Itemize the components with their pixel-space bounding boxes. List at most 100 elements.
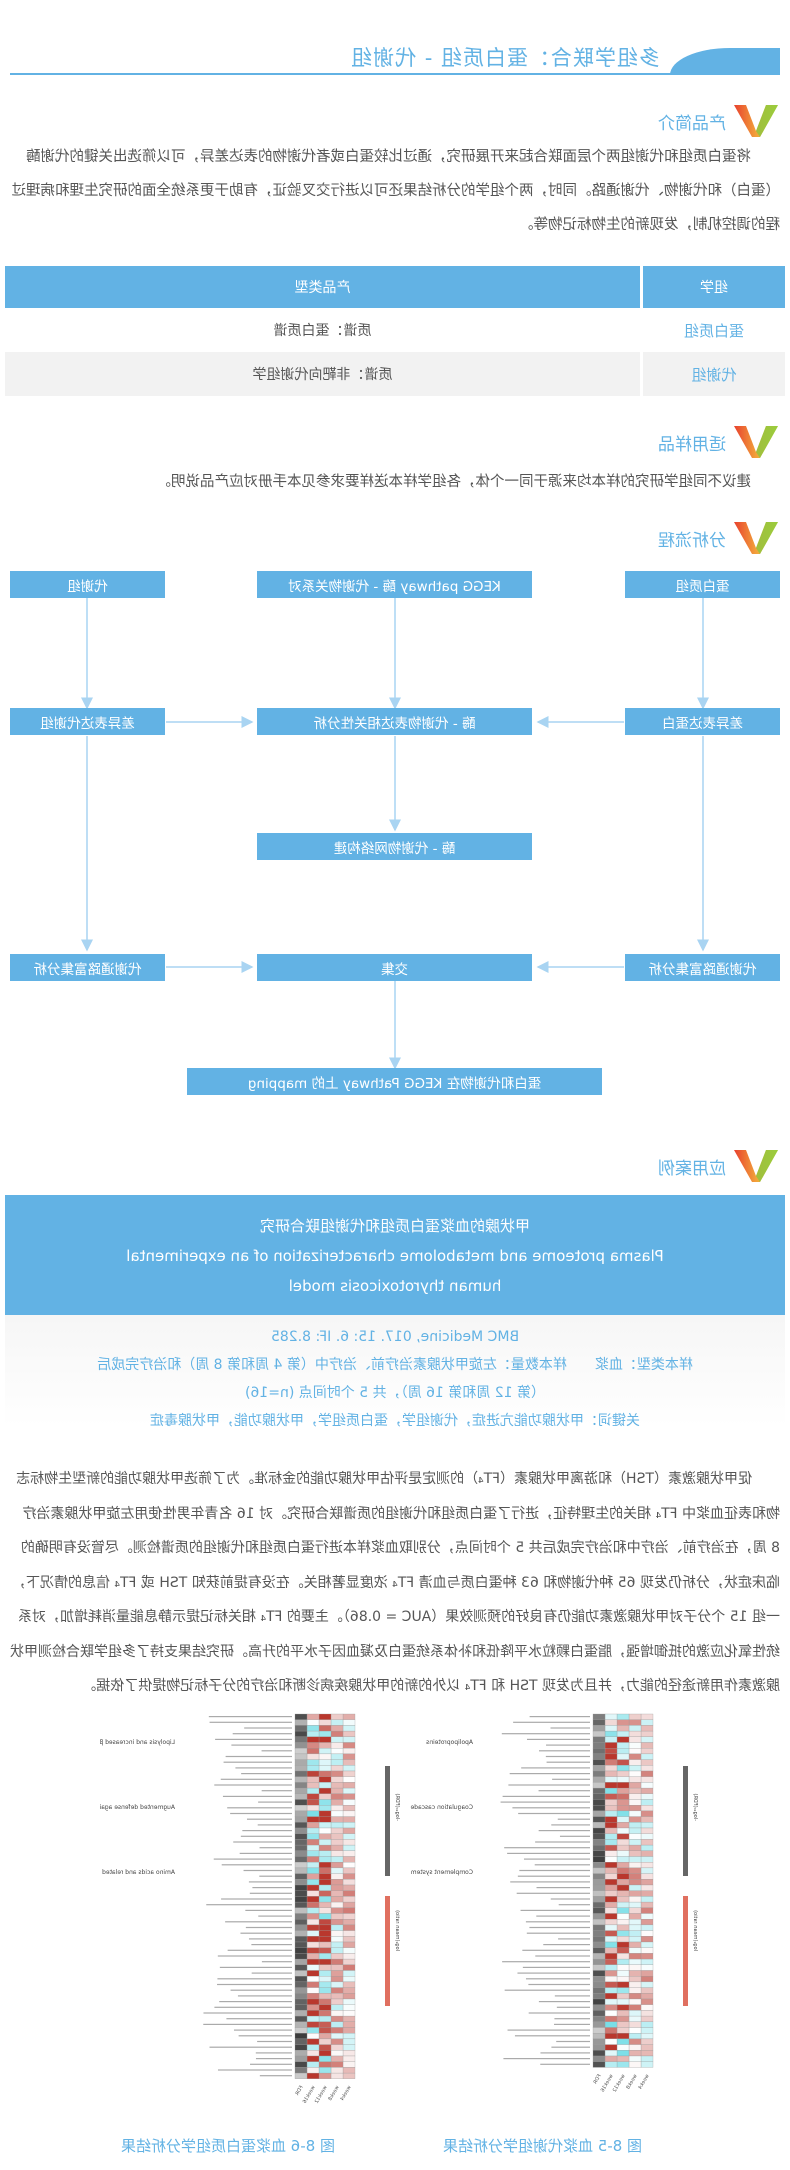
heatmap-row-label xyxy=(213,1858,292,1860)
heatmap-cell xyxy=(616,1810,630,1817)
heatmap-row-label xyxy=(509,1773,590,1775)
heatmap-cell xyxy=(616,1970,630,1977)
heatmap-cell xyxy=(306,1730,320,1737)
heatmap-cell xyxy=(592,1936,606,1943)
heatmap-cell xyxy=(318,1748,332,1755)
case-title-cn: 甲状腺的血浆蛋白质组和代谢组联合研究 xyxy=(260,1217,531,1235)
heatmap-row-label xyxy=(217,1955,292,1957)
heatmap-cell xyxy=(318,1725,332,1732)
heatmap-cell xyxy=(604,1810,618,1817)
heatmap-cell xyxy=(592,1822,606,1829)
heatmap-cell xyxy=(628,1884,642,1891)
heatmap-cell xyxy=(342,1998,356,2005)
heatmap-cell xyxy=(592,1770,606,1777)
heatmap-cell xyxy=(342,2061,356,2068)
heatmap-cell xyxy=(592,1930,606,1937)
heatmap-cell xyxy=(306,1953,320,1960)
heatmap-cell xyxy=(306,1787,320,1794)
heatmap-cell xyxy=(628,1770,642,1777)
heatmap-cell xyxy=(640,2021,654,2028)
heatmap-row-label xyxy=(230,1989,292,1991)
flow-box-metabolome: 代谢组 xyxy=(10,571,165,598)
case-sample-line-2: （第 12 周和第 16 周），共 5 个时间点 (n=16) xyxy=(244,1385,546,1401)
heatmap-cell xyxy=(628,1753,642,1760)
heatmap-row-label xyxy=(522,1966,590,1968)
heatmap-cell xyxy=(592,1907,606,1914)
heatmap-cell xyxy=(294,1799,308,1806)
heatmap-cell xyxy=(628,1976,642,1983)
heatmap-row-label xyxy=(558,1938,590,1940)
heatmap-cell xyxy=(306,2021,320,2028)
heatmap-cell xyxy=(318,1730,332,1737)
heatmap-cell xyxy=(318,1884,332,1891)
heatmap-row-label xyxy=(538,1830,590,1832)
heatmap-cell xyxy=(330,1924,344,1931)
heatmap-cell xyxy=(318,1936,332,1943)
heatmap-cell xyxy=(592,1787,606,1794)
figure-8-5-caption: 图 8-5 血浆代谢组学分析结果 xyxy=(442,2137,642,2155)
heatmap-cell xyxy=(592,1998,606,2005)
heatmap-cell xyxy=(294,1862,308,1869)
heatmap-cell xyxy=(592,1793,606,1800)
heatmap-cell xyxy=(342,1742,356,1749)
heatmap-cell xyxy=(592,1890,606,1897)
heatmap-row-label xyxy=(535,1955,590,1957)
heatmap-row-label xyxy=(221,1898,292,1900)
heatmap-cell xyxy=(342,1850,356,1857)
heatmap-cell xyxy=(640,1793,654,1800)
heatmap-cell xyxy=(592,1782,606,1789)
heatmap-row-label xyxy=(245,1909,292,1911)
heatmap-cell xyxy=(318,1987,332,1994)
heatmap-cell xyxy=(640,1867,654,1874)
heatmap-cell xyxy=(318,2061,332,2068)
heatmap-row-label xyxy=(517,1875,590,1877)
heatmap-cell xyxy=(342,1770,356,1777)
heatmap-cell xyxy=(616,1816,630,1823)
table-cell-type: 质谱：蛋白质谱 xyxy=(273,323,372,339)
heatmap-row-label xyxy=(257,2040,292,2043)
heatmap-cell xyxy=(342,1725,356,1732)
heatmap-cell xyxy=(330,2033,344,2040)
heatmap-cell xyxy=(318,1713,332,1720)
heatmap-row-label xyxy=(214,1784,292,1786)
figure-8-6-caption: 图 8-6 血浆蛋白质组学分析结果 xyxy=(120,2137,335,2155)
heatmap-cell xyxy=(592,1862,606,1869)
heatmap-cell xyxy=(342,1748,356,1755)
heatmap-cell xyxy=(616,2038,630,2045)
heatmap-cell xyxy=(628,2033,642,2040)
heatmap-cell xyxy=(640,1799,654,1806)
heatmap-cell xyxy=(306,1833,320,1840)
heatmap-cell xyxy=(640,1947,654,1954)
samples-paragraph: 建议不同组学研究的样本均来源于同一个体，各组学样本送样要求参见本手册对应产品说明… xyxy=(156,474,752,490)
heatmap-cell xyxy=(318,1879,332,1886)
heatmap-column-label: FDR xyxy=(294,2085,305,2097)
heatmap-cell xyxy=(592,1753,606,1760)
heatmap-row-label xyxy=(556,2006,590,2008)
heatmap-cell xyxy=(592,2061,606,2068)
heatmap-cell xyxy=(616,1873,630,1880)
heatmap-row-label xyxy=(523,1858,590,1860)
heatmap-cell xyxy=(604,2044,618,2051)
table-header-omics: 组学 xyxy=(641,266,785,308)
heatmap-cell xyxy=(330,1941,344,1948)
heatmap-row-label xyxy=(219,2001,292,2003)
heatmap-row-label xyxy=(528,2012,590,2014)
heatmap-cell xyxy=(294,1793,308,1800)
heatmap-row-label xyxy=(220,1778,292,1780)
heatmap-cell xyxy=(306,2033,320,2040)
heatmap-cell xyxy=(640,1759,654,1766)
heatmap-cell xyxy=(640,1981,654,1988)
heatmap-cell xyxy=(592,1987,606,1994)
heatmap-cell xyxy=(592,1976,606,1983)
heatmap-cell xyxy=(628,1981,642,1988)
heatmap-cell xyxy=(294,1805,308,1812)
heatmap-row-label xyxy=(252,1887,292,1889)
heatmap-cell xyxy=(318,1787,332,1794)
heatmap-cell xyxy=(640,1782,654,1789)
heatmap-cell xyxy=(318,2044,332,2051)
heatmap-cell xyxy=(318,1873,332,1880)
heatmap-cell xyxy=(294,1833,308,1840)
heatmap-cell xyxy=(640,1862,654,1869)
heatmap-row-label xyxy=(232,1733,292,1735)
heatmap-cell xyxy=(628,1805,642,1812)
